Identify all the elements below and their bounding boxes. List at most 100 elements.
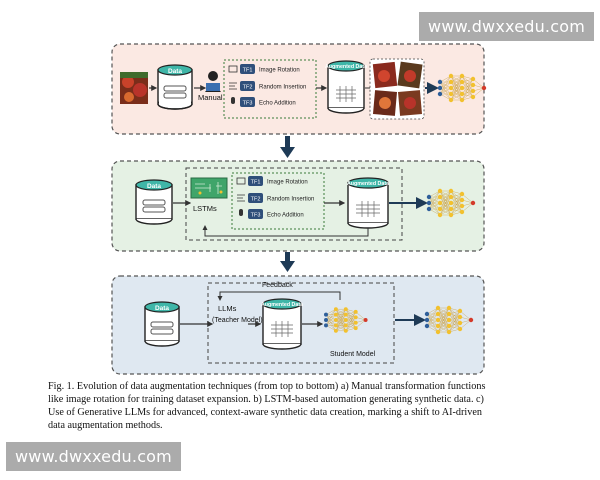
nn-connection (335, 314, 346, 331)
augmentation-diagram: Data Manual TF1 Image Rotation TF2 Rando… (111, 43, 487, 375)
nn-node (470, 94, 476, 100)
augmented-data-cylinder-b (347, 177, 389, 229)
student-model-label: Student Model (330, 351, 376, 358)
nn-node (426, 206, 432, 212)
nn-connection (472, 78, 485, 89)
nn-connection (355, 311, 366, 321)
nn-node (333, 307, 338, 312)
nn-connection (426, 307, 439, 321)
nn-connection (428, 196, 441, 210)
nn-connection (461, 78, 474, 101)
nn-connection (335, 309, 346, 321)
nn-connection (426, 313, 439, 327)
nn-node (448, 73, 454, 79)
nn-connection (345, 322, 356, 331)
nn-connection (450, 193, 463, 210)
step-tag: TF1 (243, 68, 253, 74)
nn-connection (437, 307, 450, 327)
teacher-model-label: (Teacher Model) (212, 317, 263, 324)
step-label: Image Rotation (267, 180, 308, 186)
nn-connection (450, 87, 463, 101)
lstm-chip-icon (190, 177, 228, 199)
watermark-top: www.dwxxedu.com (419, 12, 594, 41)
step-label: Image Rotation (259, 68, 300, 74)
nn-node (424, 311, 430, 317)
neural-network-c (424, 305, 474, 335)
step-tag: TF2 (251, 197, 261, 203)
person-icon (205, 71, 221, 92)
nn-node (353, 320, 358, 325)
microphone-icon (239, 209, 243, 216)
nn-connection (325, 309, 337, 321)
nn-connection (461, 193, 474, 204)
nn-node (324, 323, 328, 328)
nn-connection (461, 78, 474, 95)
nn-node (459, 97, 465, 103)
nn-node (435, 317, 441, 323)
nn-node (446, 329, 452, 335)
nn-node (448, 194, 454, 200)
nn-connection (450, 205, 463, 216)
nn-connection (450, 75, 463, 101)
lstm-label: LSTMs (193, 204, 217, 213)
arrow-b-to-c (280, 252, 295, 272)
step-label: Random Insertion (267, 197, 314, 203)
augmented-label-b: Augmented Data (347, 181, 389, 187)
nn-connection (437, 319, 450, 333)
nn-node (457, 314, 463, 320)
nn-node (437, 200, 443, 206)
nn-node (353, 326, 358, 331)
manual-label: Manual (198, 93, 223, 102)
nn-connection (439, 75, 452, 89)
nn-connection (461, 84, 474, 101)
nn-connection (335, 309, 346, 331)
step-label: Echo Addition (267, 213, 304, 219)
nn-connection (439, 196, 452, 216)
nn-node (446, 305, 452, 311)
nn-node (448, 206, 454, 212)
nn-connection (439, 190, 452, 204)
nn-connection (437, 307, 450, 333)
nn-connection (439, 81, 452, 95)
nn-node (437, 206, 443, 212)
augmented-label-c: Augmented Data (261, 302, 303, 308)
augmented-data-cylinder-c (262, 298, 302, 350)
nn-node (435, 329, 441, 335)
nn-connection (450, 193, 463, 216)
nn-connection (345, 317, 356, 331)
augmented-images-grid (369, 58, 425, 120)
nn-node (324, 318, 328, 322)
step-tag: TF2 (243, 85, 253, 91)
nn-node (324, 312, 328, 317)
nn-node (448, 97, 454, 103)
nn-connection (461, 202, 474, 213)
panel-b: Data LSTMs TF1 Image Rotation TF2 Random… (111, 160, 485, 252)
nn-node (437, 212, 443, 218)
nn-node (426, 200, 432, 206)
nn-connection (448, 316, 461, 333)
nn-connection (325, 314, 337, 326)
nn-connection (325, 309, 337, 326)
echo-addition-step-a: TF3 Echo Addition (231, 97, 296, 107)
nn-connection (355, 319, 366, 329)
nn-node (448, 91, 454, 97)
nn-node (470, 82, 476, 88)
data-cylinder-b (135, 179, 173, 225)
nn-node (446, 317, 452, 323)
nn-node (470, 76, 476, 82)
nn-connection (437, 307, 450, 321)
nn-node (457, 308, 463, 314)
nn-connection (335, 309, 346, 326)
nn-connection (439, 75, 452, 95)
nn-connection (345, 311, 356, 331)
nn-node (435, 311, 441, 317)
nn-node (459, 209, 465, 215)
nn-connection (472, 87, 485, 98)
nn-node (459, 79, 465, 85)
step-label: Random Insertion (259, 85, 306, 91)
image-rotation-step-a: TF1 Image Rotation (228, 64, 300, 74)
nn-node (343, 312, 348, 317)
caption-line: like image rotation for training dataset… (48, 394, 484, 405)
nn-connection (428, 190, 441, 204)
data-label-a: Data (168, 68, 182, 75)
